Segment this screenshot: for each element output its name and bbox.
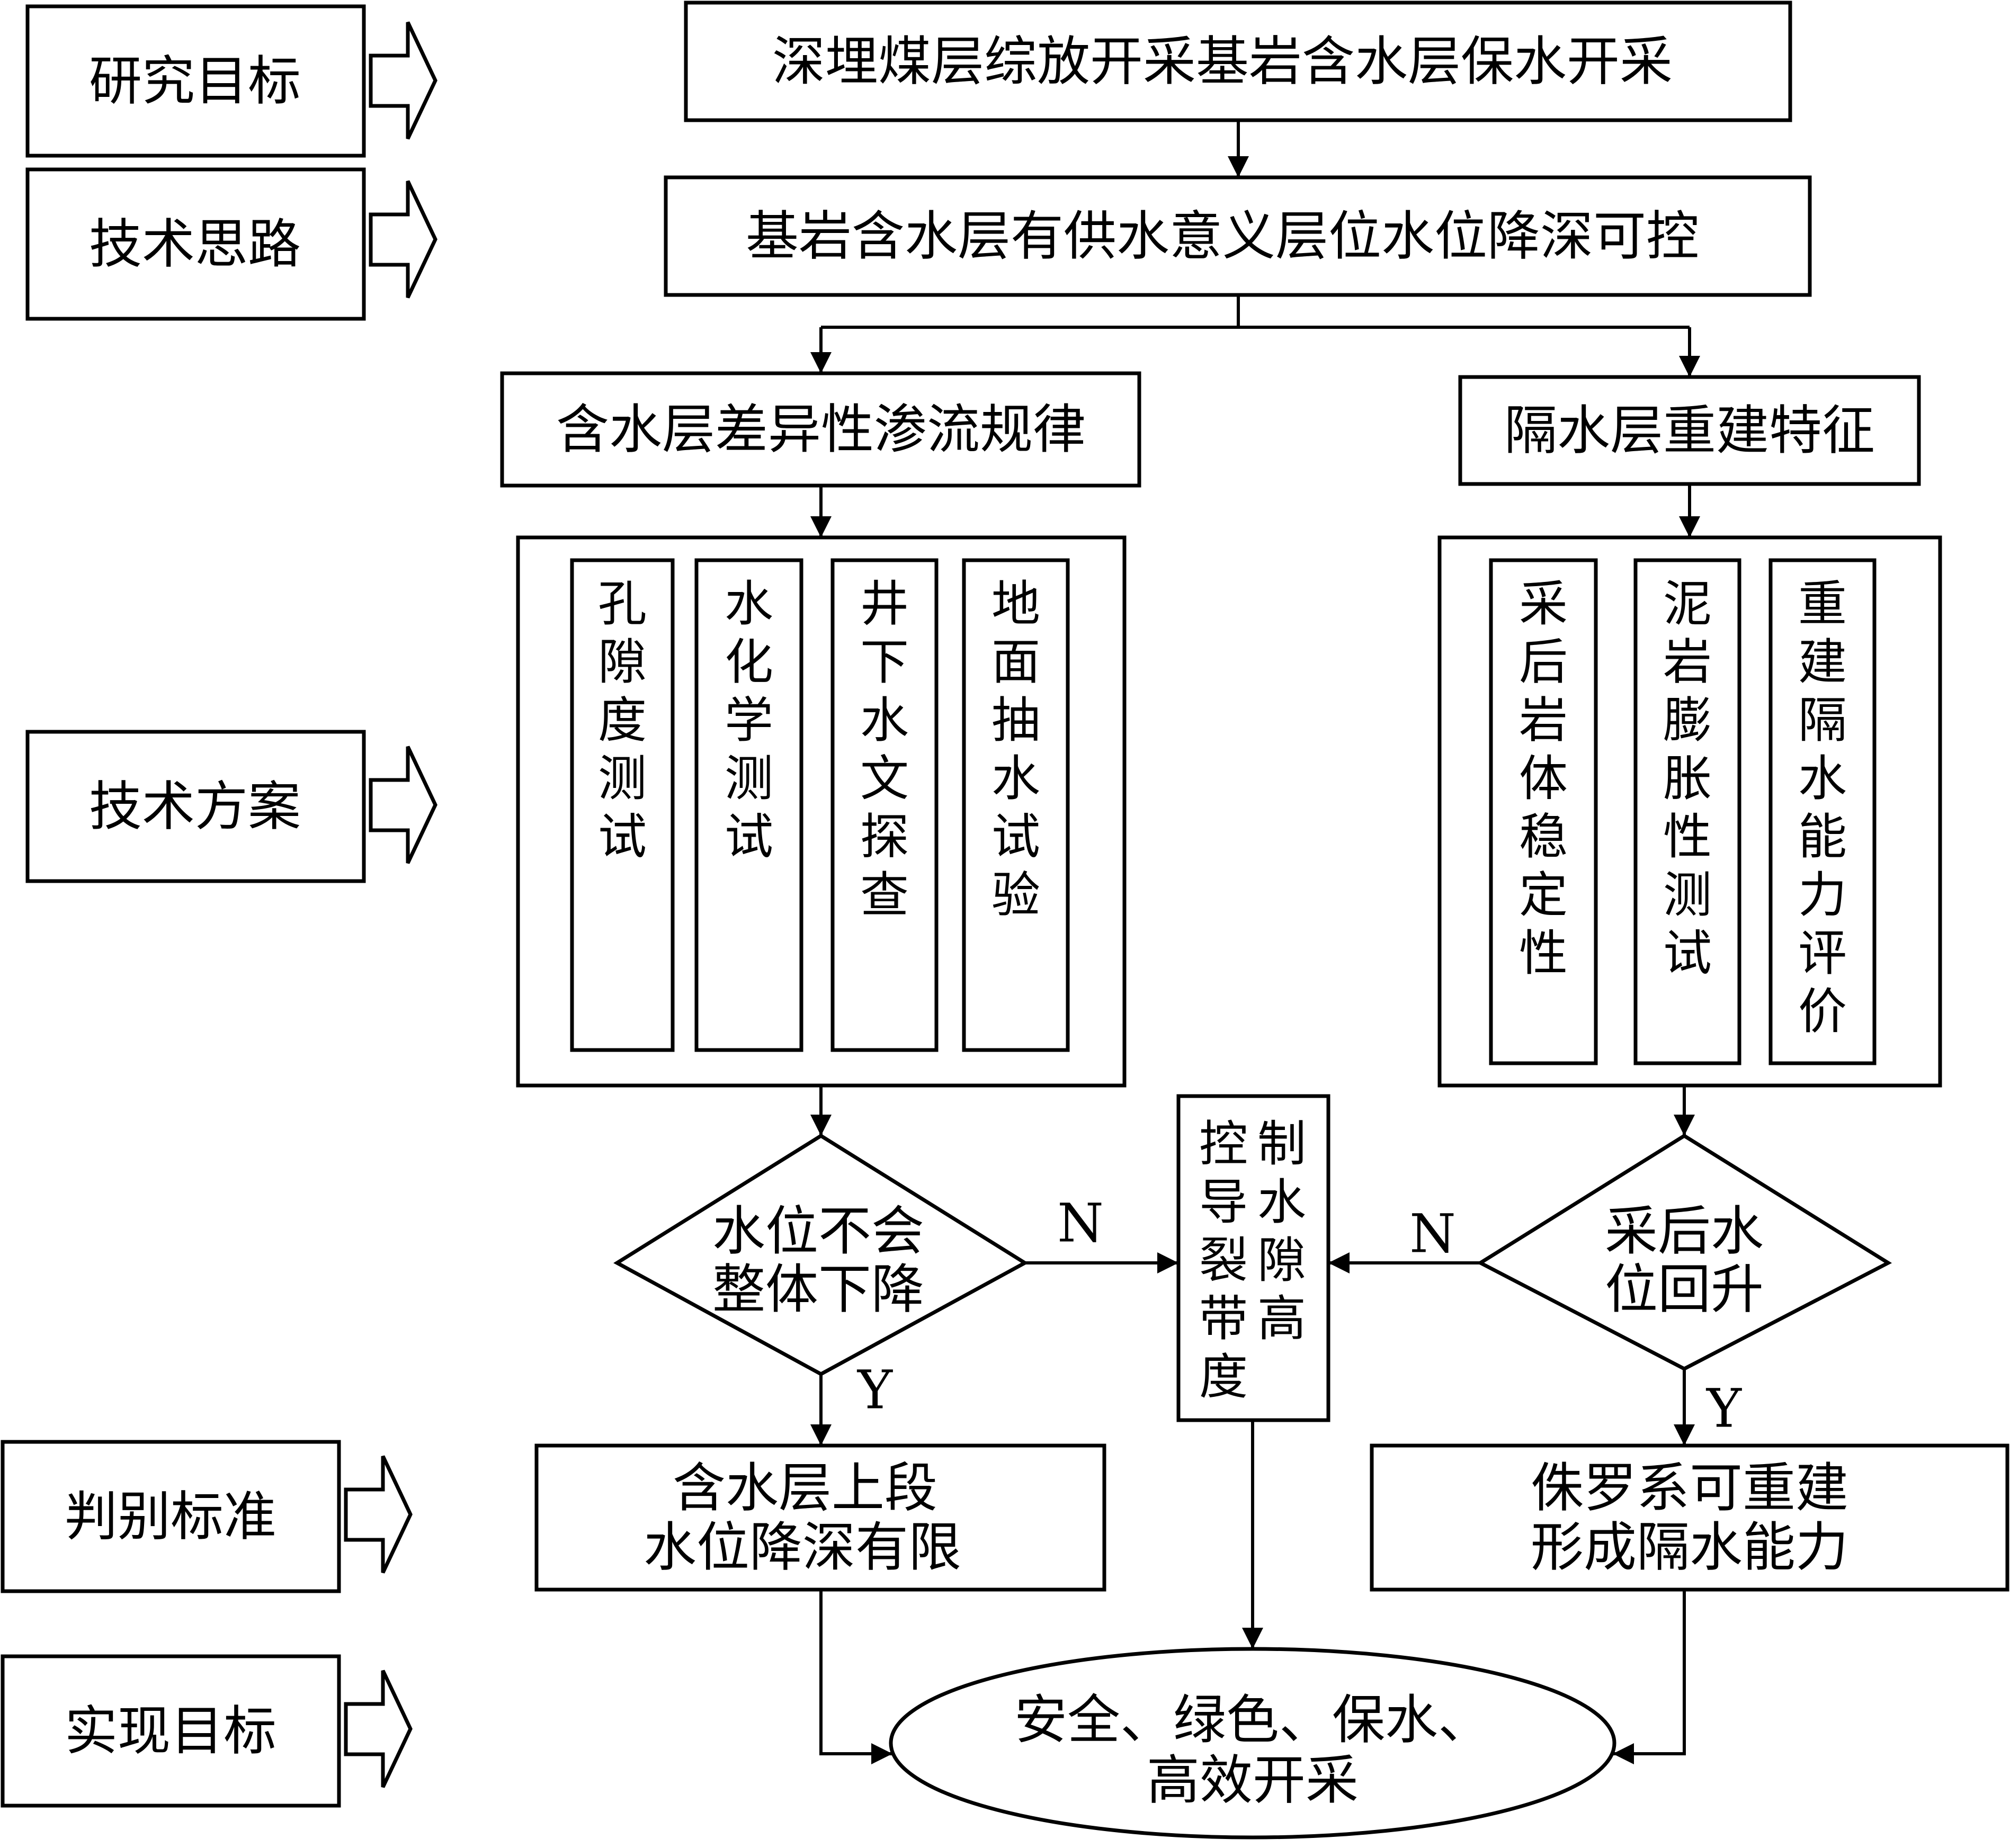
label-no-right: N	[1409, 1203, 1456, 1265]
stage-label-scheme: 技术方案	[89, 776, 301, 838]
test-column-pumping-test	[962, 558, 1070, 1052]
hollow-arrow-goal-icon	[369, 21, 437, 140]
test-column-porosity	[570, 558, 675, 1052]
left-decision-line-2: 整体下降	[712, 1259, 924, 1321]
right-branch-title: 隔水层重建特征	[1504, 400, 1875, 462]
control-box-text: 控制导水裂隙带高度	[1199, 1116, 1306, 1405]
label-yes-right: Y	[1705, 1378, 1742, 1440]
stage-box-scheme	[25, 730, 366, 883]
stage-box-approach	[25, 167, 366, 321]
stage-box-criteria	[1, 1440, 341, 1593]
approach-text: 基岩含水层有供水意义层位水位降深可控	[746, 205, 1699, 267]
hollow-arrow-scheme-icon	[369, 746, 437, 864]
goal-text: 深埋煤层综放开采基岩含水层保水开采	[772, 31, 1673, 93]
stage-label-outcome: 实现目标	[65, 1700, 276, 1762]
left-result-line-1: 含水层上段	[673, 1457, 937, 1519]
label-no-left: N	[1057, 1192, 1104, 1254]
stage-box-goal	[25, 4, 366, 158]
stage-box-outcome	[1, 1654, 341, 1808]
hollow-arrow-criteria-icon	[344, 1455, 413, 1574]
right-decision-line-2: 位回升	[1605, 1259, 1764, 1321]
final-line-2: 高效开采	[1147, 1750, 1359, 1811]
test-column-hydrochemistry	[694, 558, 803, 1052]
test-aquiclude-evaluation-text: 重建隔水能力评价	[1798, 576, 1847, 1040]
test-porosity-text: 孔隙度测试	[598, 576, 647, 865]
test-hydrochemistry-text: 水化学测试	[725, 576, 773, 865]
connector-left-result-final	[819, 1590, 892, 1764]
connector-approach-split	[821, 295, 1690, 329]
test-column-underground-survey	[830, 558, 939, 1052]
test-rock-stability-text: 采后岩体稳定性	[1519, 576, 1568, 982]
label-yes-left: Y	[856, 1359, 893, 1421]
right-result-line-1: 侏罗系可重建	[1531, 1457, 1848, 1519]
hollow-arrow-approach-icon	[369, 180, 437, 299]
test-column-mudstone-swelling	[1633, 558, 1741, 1065]
test-mudstone-swelling-text: 泥岩膨胀性测试	[1663, 576, 1712, 982]
test-pumping-test-text: 地面抽水试验	[991, 576, 1040, 923]
right-result-box	[1370, 1443, 2009, 1592]
test-column-rock-stability	[1489, 558, 1598, 1065]
left-branch-title: 含水层差异性渗流规律	[556, 399, 1086, 461]
stage-label-approach: 技术思路	[89, 213, 301, 275]
connector-right-result-final	[1613, 1590, 1686, 1764]
test-column-aquiclude-evaluation	[1768, 558, 1877, 1065]
right-result-line-2: 形成隔水能力	[1531, 1517, 1848, 1578]
stage-label-criteria: 判别标准	[65, 1486, 276, 1548]
final-line-1: 安全、绿色、保水、	[1014, 1689, 1491, 1751]
stage-label-goal: 研究目标	[89, 50, 301, 112]
right-decision-line-1: 采后水	[1605, 1200, 1764, 1262]
left-result-line-2: 水位降深有限	[644, 1517, 961, 1578]
test-underground-survey-text: 井下水文探查	[860, 576, 909, 923]
hollow-arrow-outcome-icon	[344, 1670, 413, 1788]
left-decision-line-1: 水位不会	[712, 1200, 924, 1262]
